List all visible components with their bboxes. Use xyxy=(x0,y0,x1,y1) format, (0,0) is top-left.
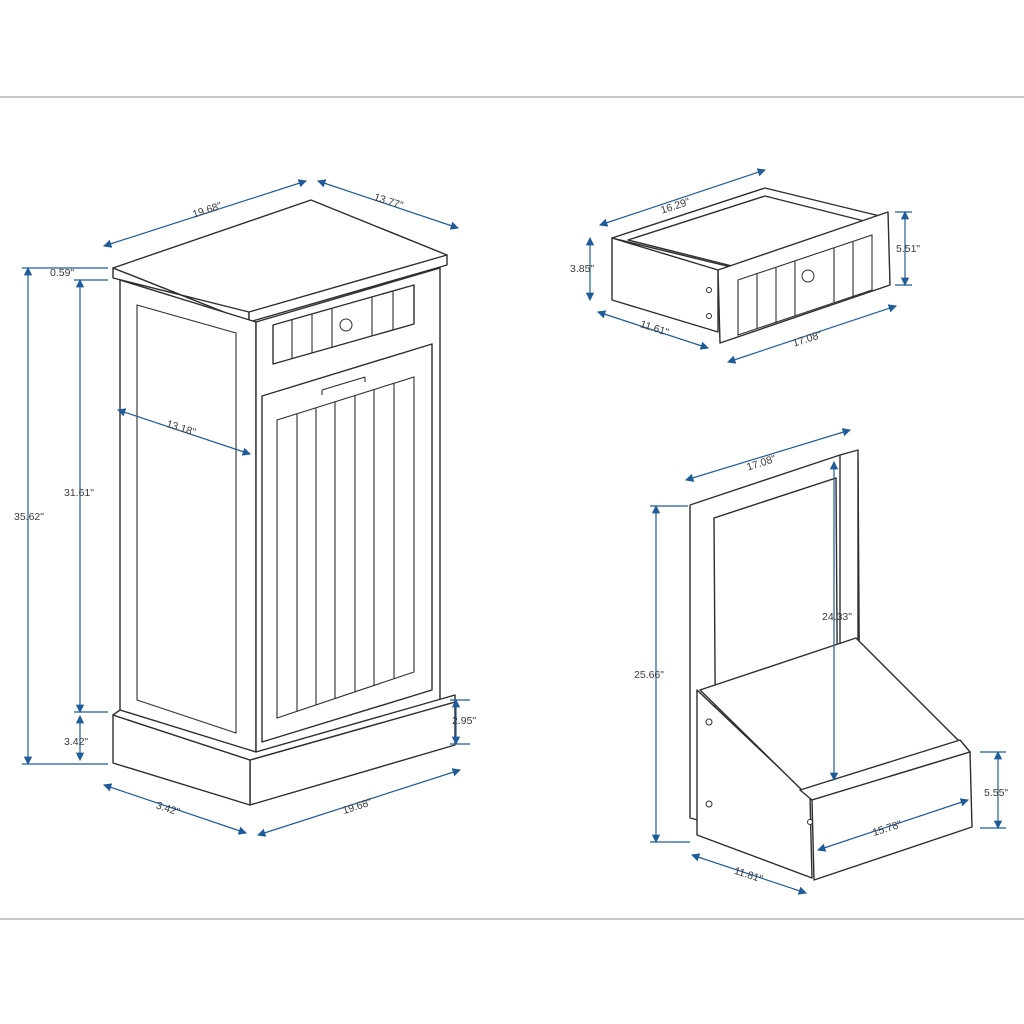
bin-width-label: 17.08" xyxy=(745,453,778,474)
bin-bin-height-label: 5.55" xyxy=(984,787,1008,799)
drawer-panel-grooves xyxy=(291,291,394,359)
cabinet-body-height-label: 31.61" xyxy=(64,487,94,499)
bin-side-hole-lower xyxy=(705,800,713,808)
cabinet-total-height-label: 35.62" xyxy=(14,511,44,523)
bin-side-hole-upper xyxy=(705,718,713,726)
cabinet-top-thickness-label: 0.59" xyxy=(50,267,74,279)
drawer-depth-label: 11.61" xyxy=(639,318,671,339)
drawer-left-side xyxy=(611,237,719,333)
drawer-knob-icon xyxy=(339,318,353,332)
drawer-side-hole-upper xyxy=(706,287,712,293)
cabinet-base-depth-label: 3.42" xyxy=(154,800,181,819)
drawer-front-height-label: 5.51" xyxy=(896,243,920,255)
bin-height-label: 25.66" xyxy=(634,669,664,681)
drawer-side-height-label: 3.85" xyxy=(570,263,594,275)
dimension-lines xyxy=(22,168,1006,895)
door-inner-panel xyxy=(276,376,415,719)
cabinet-top-depth-label: 13.77" xyxy=(372,191,405,212)
cabinet-top-side-edge xyxy=(248,254,448,323)
door-beadboard-grooves xyxy=(296,383,395,711)
drawer-front-knob-icon xyxy=(801,269,815,283)
door-handle-icon xyxy=(321,376,366,395)
cabinet-side-inset xyxy=(136,304,237,734)
bin-front-hole xyxy=(807,819,813,825)
bin-inner-height-label: 24.33" xyxy=(822,611,852,623)
bin-depth-label: 11.81" xyxy=(733,865,765,886)
cabinet-base-top xyxy=(112,694,456,761)
cabinet-base-height-left-label: 3.42" xyxy=(64,736,88,748)
drawer-front-width-label: 17.08" xyxy=(791,329,824,350)
tilt-bin-drawing xyxy=(689,449,973,881)
cabinet-base-height-right-label: 2.95" xyxy=(452,715,476,727)
drawer-side-hole-lower xyxy=(706,313,712,319)
bin-frame-top-rail xyxy=(713,477,837,519)
drawer-drawing xyxy=(611,187,891,344)
cabinet-top-width-label: 19.68" xyxy=(191,200,224,221)
cabinet-drawing xyxy=(112,199,456,806)
cabinet-tilt-door xyxy=(261,343,433,743)
cabinet-base-width-label: 19.68" xyxy=(341,796,374,817)
